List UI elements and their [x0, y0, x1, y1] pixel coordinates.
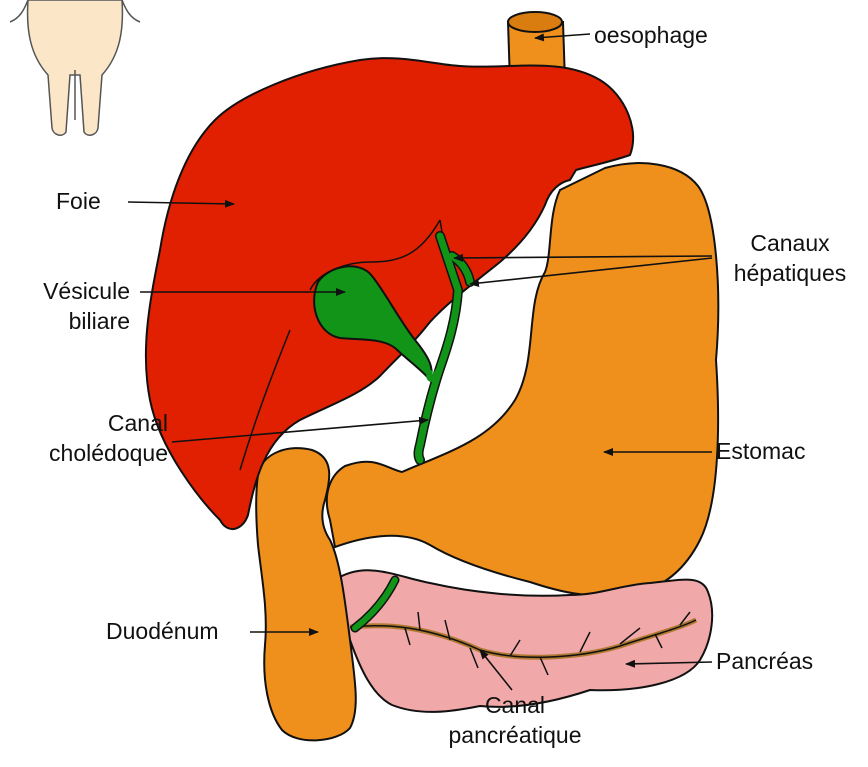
label-oesophage: oesophage — [594, 20, 708, 50]
label-vesicule-biliare: Vésicule biliare — [0, 276, 130, 336]
label-canaux-line2: hépatiques — [716, 258, 864, 288]
label-estomac: Estomac — [716, 436, 805, 466]
label-choledoque-line1: Canal — [0, 408, 168, 438]
label-canaux-line1: Canaux — [716, 228, 864, 258]
label-foie: Foie — [56, 186, 101, 216]
label-pancreatique-line1: Canal — [430, 690, 600, 720]
label-pancreas: Pancréas — [716, 646, 813, 676]
label-canaux-hepatiques: Canaux hépatiques — [716, 228, 864, 288]
label-choledoque-line2: cholédoque — [0, 438, 168, 468]
label-canal-choledoque: Canal cholédoque — [0, 408, 168, 468]
label-duodenum: Duodénum — [106, 616, 219, 646]
label-pancreatique-line2: pancréatique — [430, 720, 600, 750]
label-canal-pancreatique: Canal pancréatique — [430, 690, 600, 750]
human-figure-icon — [10, 0, 140, 135]
label-vesicule-line1: Vésicule — [0, 276, 130, 306]
label-vesicule-line2: biliare — [0, 306, 130, 336]
